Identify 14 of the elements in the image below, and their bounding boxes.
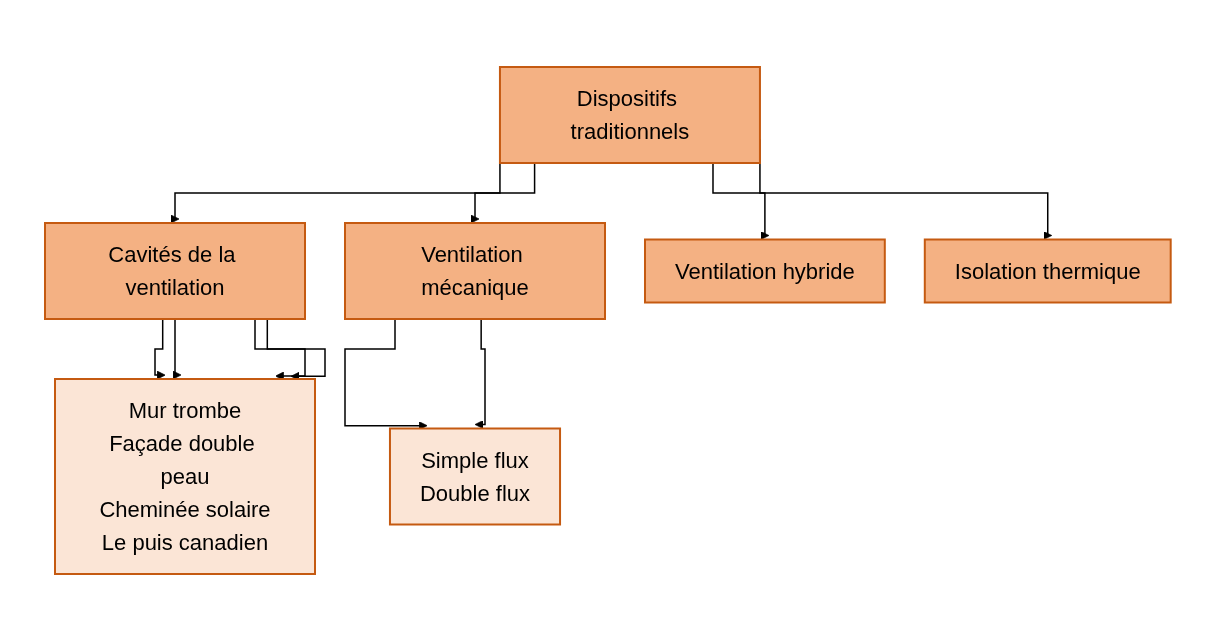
arrow (470, 162, 536, 224)
arrow (254, 318, 306, 381)
arrow (712, 162, 770, 240)
node-box: Isolation thermique (923, 238, 1172, 304)
arrow (474, 318, 486, 429)
node-box: Dispositifs traditionnels (499, 66, 762, 164)
node-box: Ventilation mécanique (344, 222, 607, 320)
arrow (154, 318, 166, 380)
node-box: Mur trombe Façade double peau Cheminée solaire Le puis canadien (54, 378, 317, 575)
node-box: Ventilation hybride (644, 238, 886, 304)
node-box: Simple flux Double flux (389, 427, 562, 526)
arrow (266, 318, 326, 381)
arrow (172, 318, 182, 380)
node-box: Cavités de la ventilation (44, 222, 307, 320)
